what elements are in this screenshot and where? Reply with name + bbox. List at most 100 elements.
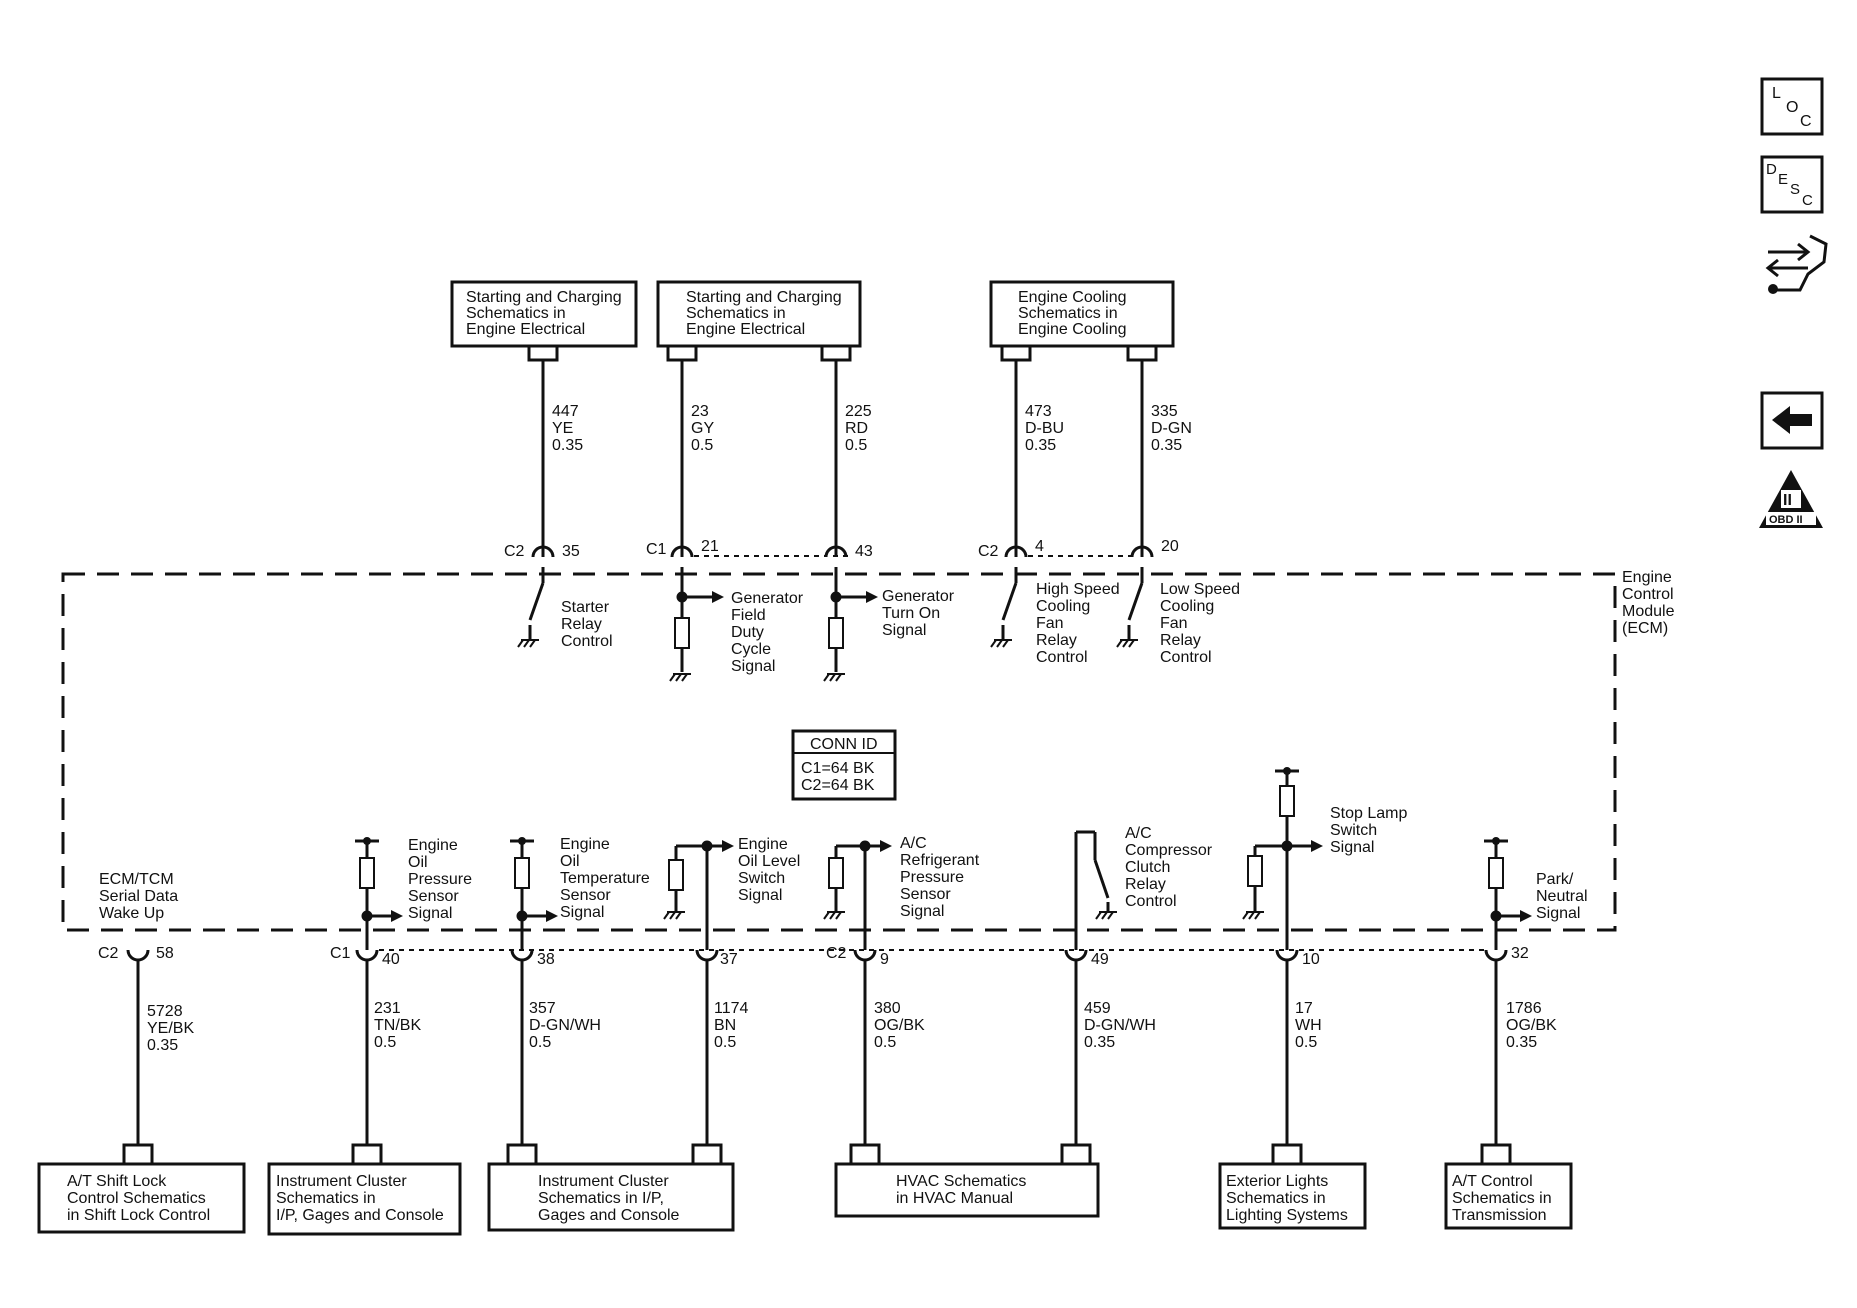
loc-letter-o: O [1786, 99, 1798, 116]
signal-text: Generator [731, 590, 804, 607]
wire-color: TN/BK [374, 1017, 421, 1034]
wire-color: WH [1295, 1017, 1322, 1034]
box-text: A/T Control [1452, 1173, 1533, 1190]
box-text: Schematics in [466, 305, 566, 322]
box-text: Schematics in [1226, 1190, 1326, 1207]
obd-ii-icon[interactable]: II OBD II [1759, 470, 1823, 528]
back-arrow-icon [1772, 406, 1812, 434]
ecm-label-line: (ECM) [1622, 620, 1668, 637]
bottom-signal-labels: ECM/TCM Serial Data Wake Up Engine Oil P… [99, 805, 1588, 922]
desc-letter-e: E [1778, 171, 1788, 188]
signal-text: Control [1036, 649, 1088, 666]
pin-number: 35 [562, 543, 580, 560]
top-box-starting-charging-2[interactable]: Starting and Charging Schematics in Engi… [656, 280, 862, 348]
desc-button[interactable]: D E S C [1760, 155, 1824, 214]
wire-size: 0.35 [1084, 1034, 1115, 1051]
signal-text: Compressor [1125, 842, 1213, 859]
pin-number: 58 [156, 945, 174, 962]
signal-text: Pressure [408, 871, 472, 888]
wire-circuit: 335 [1151, 403, 1178, 420]
signal-text: Low Speed [1160, 581, 1240, 598]
bottom-wire-labels: 5728 YE/BK 0.35 231 TN/BK 0.5 357 D-GN/W… [147, 1000, 1557, 1054]
top-internal-circuits [528, 567, 1144, 672]
bottom-box-at-control[interactable]: A/T Control Schematics in Transmission [1444, 1162, 1573, 1230]
box-text: Engine Cooling [1018, 321, 1127, 338]
top-ground-icons [517, 639, 1138, 682]
wire-color: RD [845, 420, 868, 437]
signal-text: Engine [560, 836, 610, 853]
pin-number: 20 [1161, 538, 1179, 555]
wire-color: YE/BK [147, 1020, 194, 1037]
obd-roman-numeral: II [1783, 492, 1792, 509]
loc-button[interactable]: L O C [1760, 77, 1824, 136]
wire-size: 0.5 [374, 1034, 396, 1051]
signal-text: Signal [1330, 839, 1374, 856]
bottom-box-hvac[interactable]: HVAC Schematics in HVAC Manual [834, 1162, 1100, 1218]
ecm-label-line: Engine [1622, 569, 1672, 586]
wire-circuit: 1786 [1506, 1000, 1542, 1017]
back-arrow-button[interactable] [1760, 391, 1824, 450]
bottom-box-instrument-cluster-1[interactable]: Instrument Cluster Schematics in I/P, Ga… [267, 1162, 462, 1236]
signal-text: Control [1160, 649, 1212, 666]
connector-name: C2 [826, 945, 847, 962]
pin-number: 40 [382, 951, 400, 968]
conn-id-box: CONN ID C1=64 BK C2=64 BK [791, 729, 897, 801]
box-text: Control Schematics [67, 1190, 206, 1207]
signal-text: ECM/TCM [99, 871, 174, 888]
loc-letter-c: C [1800, 113, 1812, 130]
bottom-box-instrument-cluster-2[interactable]: Instrument Cluster Schematics in I/P, Ga… [487, 1162, 735, 1232]
wire-size: 0.35 [1506, 1034, 1537, 1051]
signal-text: Park/ [1536, 871, 1574, 888]
top-signal-labels: Starter Relay Control Generator Field Du… [561, 581, 1240, 675]
wire-size: 0.5 [845, 437, 867, 454]
top-wires [541, 360, 1144, 547]
signal-text: Cycle [731, 641, 771, 658]
wire-size: 0.5 [714, 1034, 736, 1051]
wrench-arrows-icon[interactable] [1765, 234, 1828, 294]
box-text: Schematics in I/P, [538, 1190, 664, 1207]
signal-text: Refrigerant [900, 852, 980, 869]
signal-text: Relay [1125, 876, 1166, 893]
signal-text: Signal [882, 622, 926, 639]
pin-number: 10 [1302, 951, 1320, 968]
bottom-box-shift-lock[interactable]: A/T Shift Lock Control Schematics in Shi… [37, 1162, 246, 1234]
signal-text: Duty [731, 624, 764, 641]
wire-circuit: 5728 [147, 1003, 183, 1020]
signal-text: Engine [408, 837, 458, 854]
obd-label: OBD II [1769, 514, 1803, 526]
wire-color: D-GN/WH [529, 1017, 601, 1034]
bottom-box-stubs [122, 1143, 1512, 1164]
connector-name: C2 [978, 543, 999, 560]
bottom-connector-labels: C2 58 C1 40 38 37 C2 9 49 10 32 [98, 945, 1529, 968]
bottom-box-exterior-lights[interactable]: Exterior Lights Schematics in Lighting S… [1218, 1162, 1367, 1230]
pin-number: 9 [880, 951, 889, 968]
pin-number: 43 [855, 543, 873, 560]
connector-name: C1 [646, 541, 667, 558]
wire-size: 0.35 [552, 437, 583, 454]
box-text: A/T Shift Lock [67, 1173, 167, 1190]
box-text: Starting and Charging [466, 289, 622, 306]
box-text: in Shift Lock Control [67, 1207, 210, 1224]
top-box-engine-cooling[interactable]: Engine Cooling Schematics in Engine Cool… [989, 280, 1175, 348]
signal-text: A/C [1125, 825, 1152, 842]
ecm-boundary [61, 572, 1617, 932]
top-box-starting-charging-1[interactable]: Starting and Charging Schematics in Engi… [450, 280, 638, 348]
signal-text: Temperature [560, 870, 650, 887]
signal-text: Switch [738, 870, 785, 887]
wire-circuit: 357 [529, 1000, 556, 1017]
box-text: Schematics in [276, 1190, 376, 1207]
signal-text: Signal [408, 905, 452, 922]
signal-text: Pressure [900, 869, 964, 886]
box-text: Starting and Charging [686, 289, 842, 306]
wire-color: OG/BK [1506, 1017, 1557, 1034]
desc-letter-s: S [1790, 181, 1800, 198]
box-text: Gages and Console [538, 1207, 680, 1224]
signal-text: Oil Level [738, 853, 800, 870]
signal-text: Oil [560, 853, 580, 870]
signal-text: Sensor [560, 887, 611, 904]
conn-id-line: C2=64 BK [801, 777, 875, 794]
wire-size: 0.35 [147, 1037, 178, 1054]
box-text: Schematics in [1018, 305, 1118, 322]
wire-size: 0.5 [874, 1034, 896, 1051]
